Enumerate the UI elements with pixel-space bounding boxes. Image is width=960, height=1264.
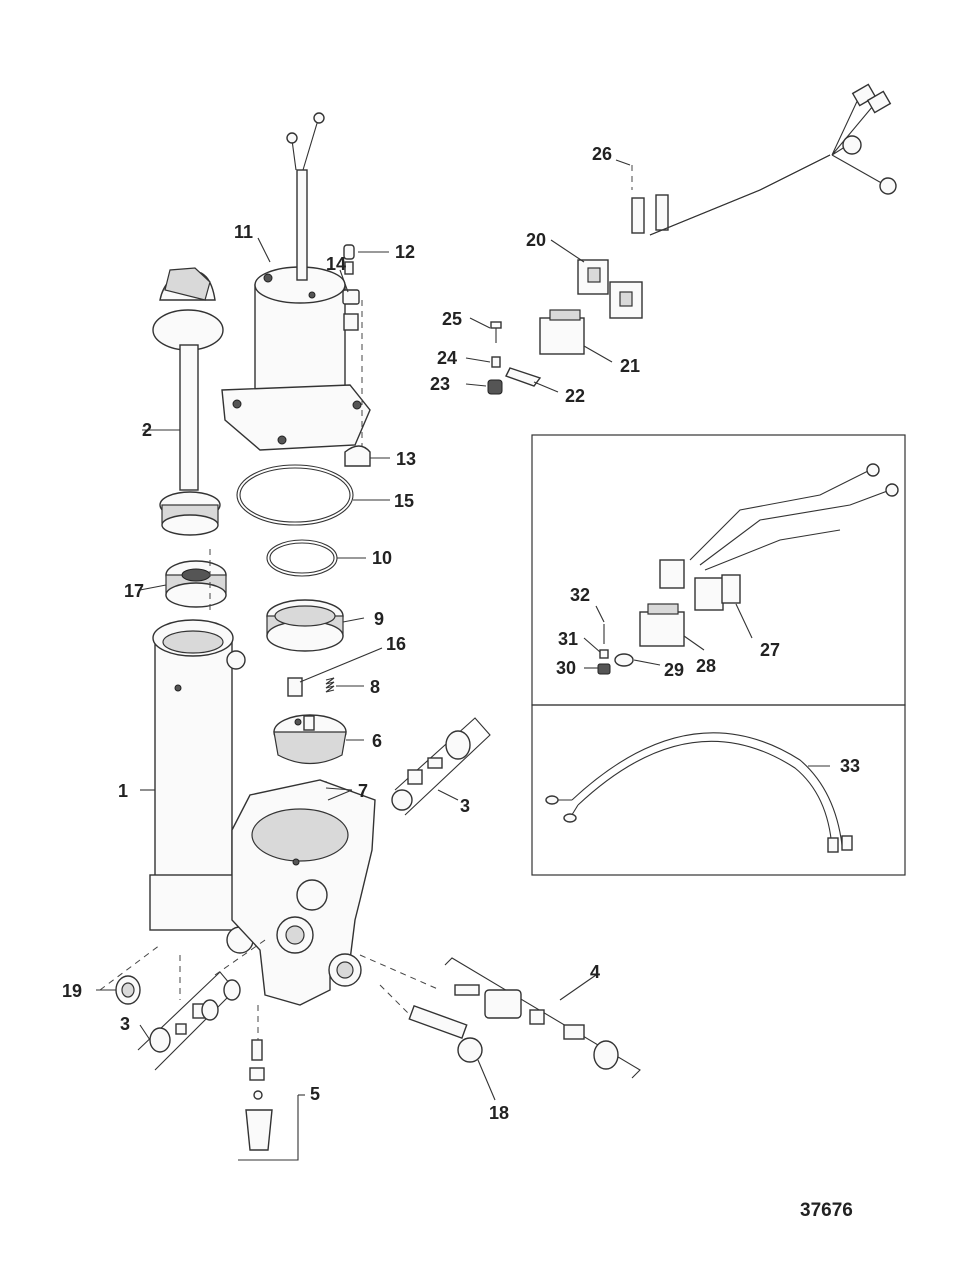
alternate-harness-panel <box>531 434 906 706</box>
part-19-fitting <box>115 975 141 1005</box>
callout-23: 23 <box>430 374 450 394</box>
callout-26: 26 <box>592 144 612 164</box>
leader-lines <box>96 159 830 1101</box>
callout-31: 31 <box>558 629 578 649</box>
assembly-lines <box>99 545 269 1000</box>
callout-5: 5 <box>310 1084 320 1104</box>
callout-11: 11 <box>234 222 253 242</box>
part-25-screw <box>490 321 502 343</box>
callout-6: 6 <box>372 731 382 751</box>
callout-13: 13 <box>396 449 416 469</box>
callout-17: 17 <box>124 581 144 601</box>
callout-28: 28 <box>696 656 716 676</box>
callout-21: 21 <box>620 356 640 376</box>
part-9-ring <box>266 599 344 652</box>
part-6-valve <box>273 714 347 764</box>
callout-9: 9 <box>374 609 384 629</box>
callout-32: 32 <box>570 585 590 605</box>
callout-10: 10 <box>372 548 392 568</box>
part-2-ram <box>152 267 224 536</box>
part-18-manual-release <box>379 984 483 1063</box>
part-1-cylinder <box>149 619 254 954</box>
figure-number: 37676 <box>800 1200 853 1221</box>
callout-30: 30 <box>556 658 576 678</box>
callout-3-lower: 3 <box>120 1014 130 1034</box>
pump-manifold-body <box>231 779 376 1006</box>
harness-cable-panel <box>531 704 906 876</box>
part-3-lower-kit <box>137 971 241 1071</box>
callout-33: 33 <box>840 756 860 776</box>
callout-8: 8 <box>370 677 380 697</box>
callout-18: 18 <box>489 1103 509 1123</box>
callout-2: 2 <box>142 420 152 440</box>
callout-25: 25 <box>442 309 462 329</box>
wiring-harness-20 <box>577 83 897 319</box>
part-4-kit <box>359 954 641 1079</box>
callout-22: 22 <box>565 386 585 406</box>
part-12-screw <box>343 244 355 275</box>
callout-3-upper: 3 <box>460 796 470 816</box>
callout-labels: 1 2 3 3 4 5 6 7 8 9 10 11 12 13 14 15 16… <box>62 144 860 1123</box>
part-13-bracket <box>344 445 371 467</box>
callout-20: 20 <box>526 230 546 250</box>
part-22-bracket <box>505 367 542 387</box>
callout-14: 14 <box>326 254 346 274</box>
callout-19: 19 <box>62 981 82 1001</box>
part-15-seal <box>236 464 354 526</box>
part-3-upper-kit <box>391 717 491 816</box>
part-10-o-ring <box>266 539 338 577</box>
callout-1: 1 <box>118 781 128 801</box>
callout-12: 12 <box>395 242 415 262</box>
part-8-spring <box>325 677 335 693</box>
part-5-kit <box>238 1005 299 1161</box>
callout-29: 29 <box>664 660 684 680</box>
part-11-motor <box>221 112 371 451</box>
part-17-seal <box>165 560 227 608</box>
part-23-nut <box>487 379 503 395</box>
callout-4: 4 <box>590 962 600 982</box>
callout-27: 27 <box>760 640 780 660</box>
part-24-washer <box>491 356 501 368</box>
part-21-relay <box>539 309 585 355</box>
part-14-washer <box>342 289 363 450</box>
callout-15: 15 <box>394 491 414 511</box>
callout-16: 16 <box>386 634 406 654</box>
callout-7: 7 <box>358 781 368 801</box>
part-16-clip <box>287 677 303 697</box>
callout-24: 24 <box>437 348 457 368</box>
